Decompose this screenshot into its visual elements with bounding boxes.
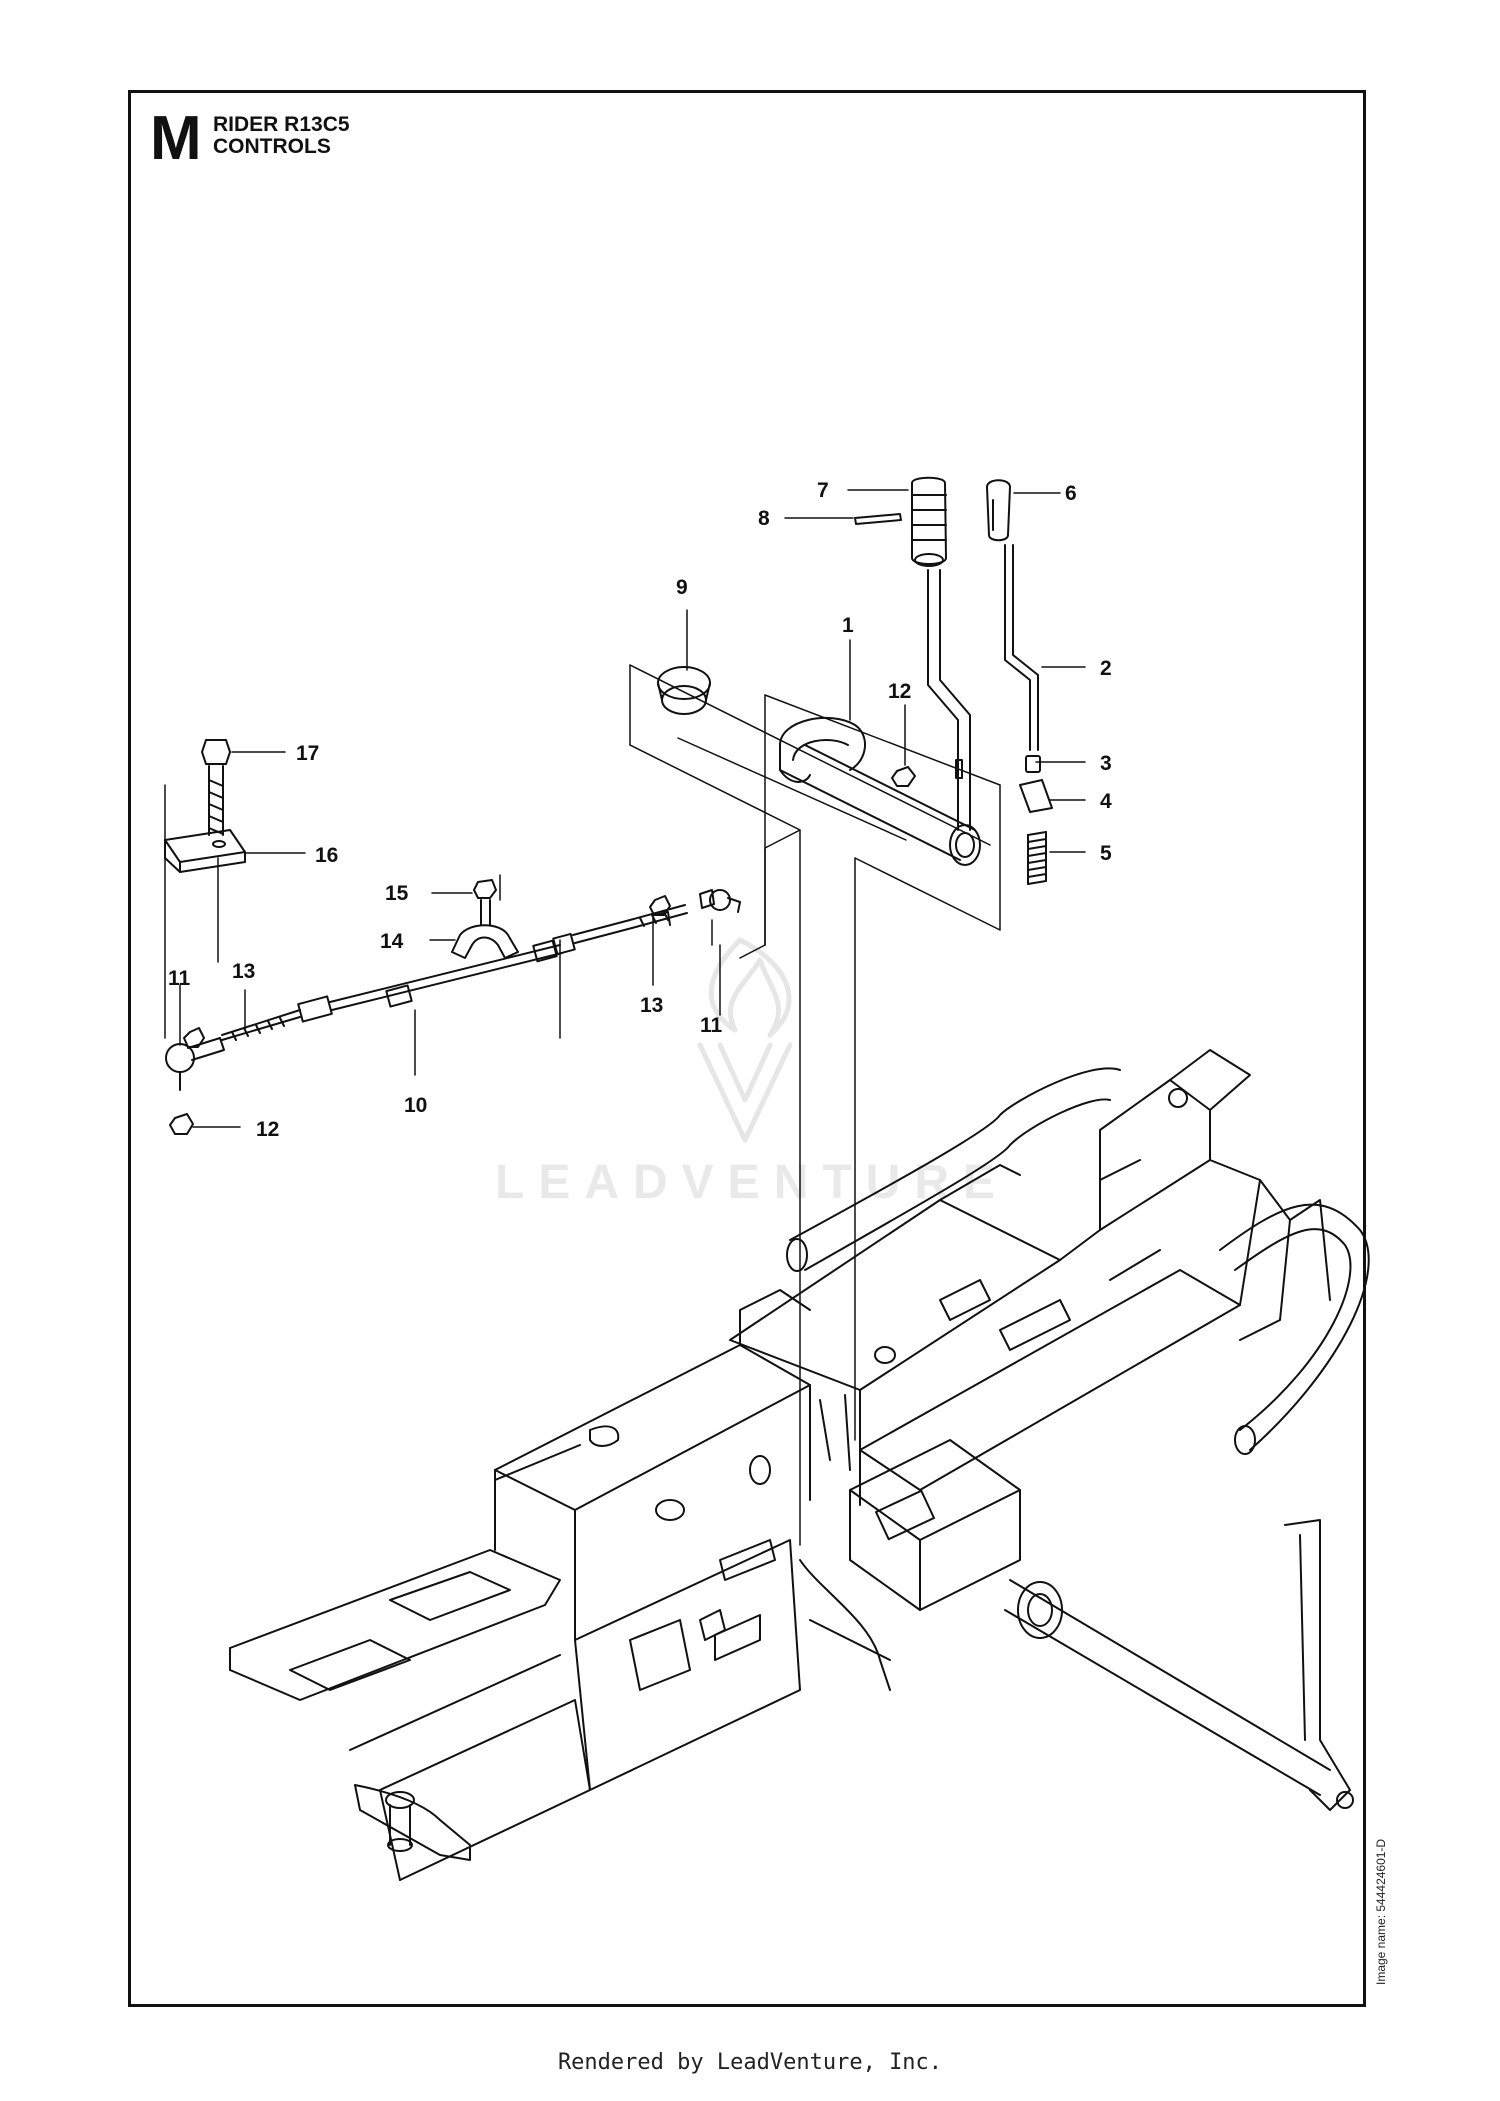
callout-12-top: 12 [888, 680, 911, 703]
group-title: CONTROLS [213, 135, 331, 158]
cable-clamp-part [451, 924, 519, 959]
callout-labels: 7 6 8 9 1 2 12 3 4 5 17 16 15 14 11 13 1… [168, 479, 1112, 1141]
callout-16: 16 [315, 844, 338, 867]
small-knob-part [986, 479, 1011, 542]
callout-13-left: 13 [232, 960, 255, 983]
control-cable-part [221, 904, 688, 1041]
callout-17: 17 [296, 742, 319, 765]
section-letter: M [150, 104, 202, 173]
plate-part [1019, 779, 1053, 813]
bottom-lock-nut-part [169, 1113, 194, 1135]
spring-part [1027, 831, 1047, 885]
image-name-label: Image name: 544424601-D [1374, 1838, 1388, 1985]
watermark-logo [697, 937, 793, 1143]
callout-8: 8 [758, 507, 770, 530]
tractor-frame [229, 1049, 1370, 1881]
bracket-part [164, 829, 246, 873]
callout-4: 4 [1100, 790, 1112, 813]
reference-lines [164, 664, 1001, 1546]
callout-3: 3 [1100, 752, 1112, 775]
callout-5: 5 [1100, 842, 1112, 865]
lock-nut-part [891, 766, 916, 787]
callout-13-right: 13 [640, 994, 663, 1017]
callout-11-left: 11 [168, 967, 191, 990]
small-bolt-part [473, 879, 497, 926]
callout-12-bottom: 12 [256, 1118, 279, 1141]
bolt-part [201, 739, 231, 836]
diagram-frame [128, 90, 1366, 2007]
footer-credit: Rendered by LeadVenture, Inc. [557, 2050, 943, 2075]
sleeve-part [1025, 755, 1041, 773]
callout-15: 15 [385, 882, 409, 905]
rod-part [1004, 544, 1039, 751]
callout-10: 10 [404, 1094, 427, 1117]
callout-7: 7 [817, 479, 829, 502]
callout-2: 2 [1100, 657, 1112, 680]
shift-lever-rod [927, 569, 971, 831]
leader-lines [179, 489, 1086, 1128]
callout-14: 14 [380, 930, 404, 953]
knob-part [911, 476, 947, 567]
callout-1: 1 [842, 614, 854, 637]
lever-pivot-part [779, 717, 981, 866]
callout-6: 6 [1065, 482, 1077, 505]
model-title: RIDER R13C5 [213, 113, 350, 136]
grommet-part [657, 666, 711, 715]
jam-nut-part [183, 895, 671, 1048]
watermark-text: LEADVENTURE [495, 1156, 1010, 1209]
callout-9: 9 [676, 576, 688, 599]
pin-part [854, 513, 902, 525]
title-block: RIDER R13C5 CONTROLS [213, 114, 350, 158]
callout-11-right: 11 [700, 1014, 723, 1037]
